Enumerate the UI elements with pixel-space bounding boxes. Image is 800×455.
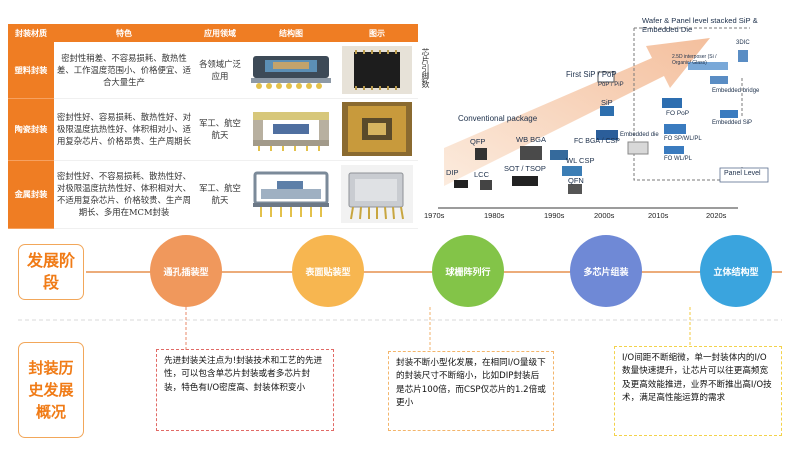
- row-features: 密封性好、不容易损耗、散热性好、对极限温度抗热性好、体积相对大、不适用复杂芯片、…: [54, 160, 194, 229]
- table-row-ceramic: 陶瓷封装 密封性好、容易损耗、散热性好、对极限温度抗热性好、体积相对小、适用复杂…: [8, 98, 418, 161]
- year-1970s: 1970s: [424, 211, 445, 220]
- era-conventional: Conventional package: [458, 114, 538, 123]
- pkg-fo-sp: FO SP/WL/PL: [664, 136, 702, 142]
- history-section-label: 封装历史发展概况: [18, 342, 84, 438]
- pkg-qfn: QFN: [568, 176, 584, 185]
- row-material: 金属封装: [8, 160, 54, 229]
- era-first-sip: First SiP / PoP: [566, 70, 617, 79]
- pkg-interposer: 2.5D interposer (Si / Organic/ Glass): [672, 54, 717, 66]
- photo-plastic: [336, 42, 418, 99]
- pkg-embedded-bridge: Embedded bridge: [712, 88, 760, 94]
- row-features: 密封性好、容易损耗、散热性好、对极限温度抗热性好、体积相对小、适用复杂芯片、价格…: [54, 98, 194, 161]
- stage-surface-mount: 表面贴装型: [292, 235, 364, 307]
- year-2020s: 2020s: [706, 211, 727, 220]
- era-panel-level: Panel Level: [724, 170, 761, 177]
- row-features: 密封性稍差、不容易损耗、散热性差、工作温度范围小、价格便宜、适合大量生产: [54, 42, 194, 99]
- ceramic-chip-photo: [342, 102, 412, 156]
- pkg-dip: DIP: [446, 168, 459, 177]
- structure-diagram-plastic: [246, 42, 336, 99]
- photo-ceramic: [336, 98, 418, 161]
- stage-multi-chip: 多芯片组装: [570, 235, 642, 307]
- pkg-sip: SiP: [601, 98, 613, 107]
- row-application: 各领域广泛应用: [194, 42, 246, 99]
- year-2000s: 2000s: [594, 211, 615, 220]
- ceramic-structure-image: [253, 112, 329, 151]
- y-axis-label: 芯片引脚数: [421, 48, 430, 88]
- pkg-fc-bga: FC BGA / CSP: [574, 138, 620, 145]
- pkg-qfp: QFP: [470, 137, 486, 146]
- pkg-wb-bga: WB BGA: [516, 135, 547, 144]
- structure-diagram-metal: [246, 160, 336, 229]
- photo-metal: [336, 160, 418, 229]
- pkg-fo-pop: FO PoP: [666, 110, 690, 117]
- plastic-structure-image: [251, 55, 331, 89]
- year-2010s: 2010s: [648, 211, 669, 220]
- header-structure: 结构图: [246, 24, 336, 42]
- pkg-3dic: 3DIC: [736, 40, 750, 46]
- table-row-metal: 金属封装 密封性好、不容易损耗、散热性好、对极限温度抗热性好、体积相对大、不适用…: [8, 160, 418, 229]
- header-material: 封装材质: [8, 24, 54, 42]
- pkg-fo-wlpl: FO WL/PL: [664, 156, 693, 162]
- history-note-3: I/O间距不断缩微，单一封装体内的I/O数量快速提升，让芯片可以往更高频宽及更高…: [614, 346, 782, 436]
- trend-arrow: [444, 38, 710, 186]
- table-row-plastic: 塑料封装 密封性稍差、不容易损耗、散热性差、工作温度范围小、价格便宜、适合大量生…: [8, 42, 418, 99]
- header-photo: 图示: [336, 24, 418, 42]
- metal-structure-image: [253, 171, 329, 217]
- evolution-chart-background: [438, 27, 769, 209]
- structure-diagram-ceramic: [246, 98, 336, 161]
- history-note-2: 封装不断小型化发展，在相同I/O量级下的封装尺寸不断缩小，比如DIP封装后是芯片…: [388, 351, 554, 431]
- stage-section-label: 发展阶段: [18, 244, 84, 300]
- row-material: 陶瓷封装: [8, 98, 54, 161]
- stage-bga: 球栅阵列行: [432, 235, 504, 307]
- pkg-embedded-die: Embedded die: [620, 132, 659, 138]
- package-material-table: 封装材质 特色 应用领域 结构图 图示 塑料封装 密封性稍差、不容易损耗、散热性…: [8, 24, 418, 229]
- year-1980s: 1980s: [484, 211, 505, 220]
- package-icons: [454, 50, 748, 194]
- row-material: 塑料封装: [8, 42, 54, 99]
- header-application: 应用领域: [194, 24, 246, 42]
- year-1990s: 1990s: [544, 211, 565, 220]
- row-application: 军工、航空航天: [194, 160, 246, 229]
- plastic-chip-photo: [342, 45, 412, 94]
- pkg-embedded-sip: Embedded SiP: [712, 120, 753, 126]
- package-evolution-diagram: 芯片引脚数 Wafer & Panel level stacked SiP & …: [420, 16, 792, 228]
- stage-3d-structure: 立体结构型: [700, 235, 772, 307]
- pkg-wl-csp: WL CSP: [566, 156, 595, 165]
- header-features: 特色: [54, 24, 194, 42]
- pkg-sot: SOT / TSOP: [504, 164, 546, 173]
- pkg-pop: PoP / PiP: [598, 82, 624, 88]
- metal-chip-photo: [341, 165, 413, 223]
- row-application: 军工、航空航天: [194, 98, 246, 161]
- pkg-lcc: LCC: [474, 170, 490, 179]
- history-note-1: 先进封装关注点为!封装技术和工艺的先进性，可以包含单芯片封装或者多芯片封装，特色…: [156, 349, 334, 431]
- table-header-row: 封装材质 特色 应用领域 结构图 图示: [8, 24, 418, 42]
- stage-through-hole: 通孔插装型: [150, 235, 222, 307]
- era-wafer-panel: Wafer & Panel level stacked SiP & Embedd…: [642, 16, 758, 34]
- panel-level-box: [719, 167, 769, 183]
